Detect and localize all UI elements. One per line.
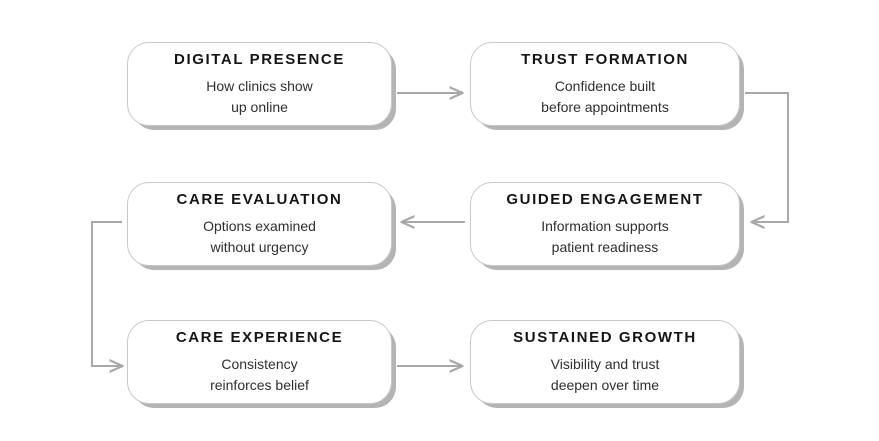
node-title: TRUST FORMATION (521, 51, 689, 69)
node-subtitle-line-1: Visibility and trust (550, 356, 660, 373)
node-subtitle-line-1: Consistency (221, 356, 298, 373)
node-subtitle-line-2: patient readiness (551, 238, 659, 255)
node-subtitle-line-1: Options examined (203, 218, 316, 235)
node-title: DIGITAL PRESENCE (174, 51, 345, 69)
node-title: CARE EVALUATION (176, 191, 343, 209)
node-subtitle-line-1: Confidence built (554, 78, 656, 95)
node-guided-engagement[interactable]: GUIDED ENGAGEMENT Information supports p… (470, 182, 740, 266)
node-subtitle: Consistency reinforces belief (210, 354, 309, 395)
node-title: GUIDED ENGAGEMENT (506, 191, 704, 209)
node-subtitle-line-2: reinforces belief (210, 376, 309, 393)
node-subtitle: Information supports patient readiness (541, 216, 669, 257)
node-sustained-growth[interactable]: SUSTAINED GROWTH Visibility and trust de… (470, 320, 740, 404)
node-trust-formation[interactable]: TRUST FORMATION Confidence built before … (470, 42, 740, 126)
node-care-evaluation[interactable]: CARE EVALUATION Options examined without… (127, 182, 392, 266)
node-subtitle-line-1: How clinics show (206, 78, 313, 95)
node-subtitle-line-2: up online (231, 98, 288, 115)
node-digital-presence[interactable]: DIGITAL PRESENCE How clinics show up onl… (127, 42, 392, 126)
connector-care-evaluation-to-care-experience (91, 221, 122, 366)
node-subtitle: Confidence built before appointments (541, 76, 669, 117)
node-subtitle-line-2: deepen over time (550, 376, 660, 393)
node-title: CARE EXPERIENCE (175, 329, 344, 347)
node-title: SUSTAINED GROWTH (513, 329, 697, 347)
node-care-experience[interactable]: CARE EXPERIENCE Consistency reinforces b… (127, 320, 392, 404)
connector-trust-formation-to-guided-engagement (745, 92, 789, 222)
node-subtitle-line-2: without urgency (210, 238, 309, 255)
node-subtitle: Visibility and trust deepen over time (551, 354, 660, 395)
node-subtitle: How clinics show up online (206, 76, 313, 117)
node-subtitle-line-2: before appointments (541, 98, 669, 115)
node-subtitle: Options examined without urgency (203, 216, 316, 257)
node-subtitle-line-1: Information supports (541, 218, 669, 235)
